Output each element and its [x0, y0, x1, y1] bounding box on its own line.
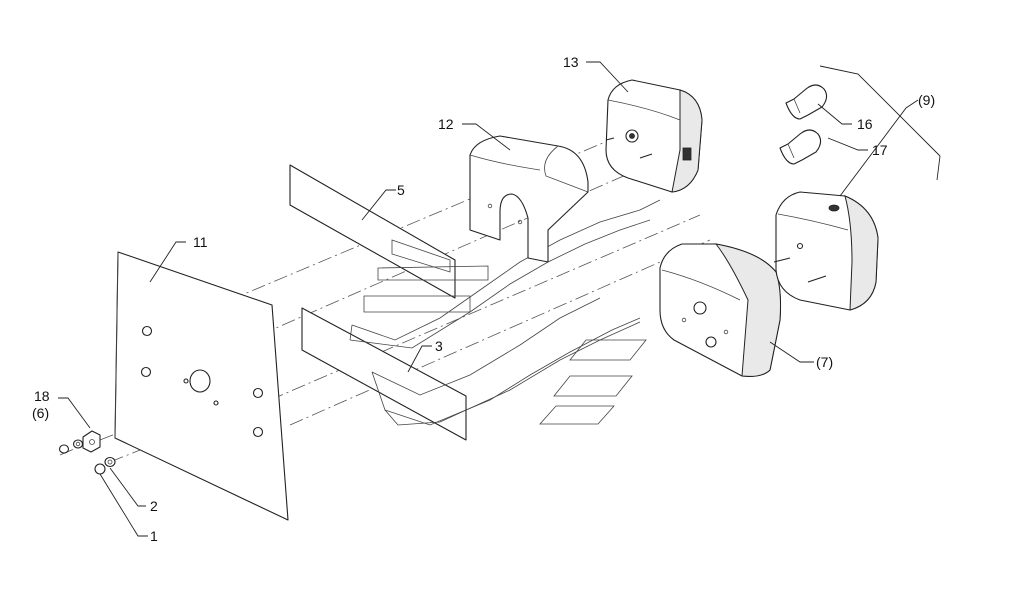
reflector-pattern [349, 199, 661, 426]
part-13-lamp-housing [605, 79, 703, 193]
part-12-cover [469, 135, 589, 263]
leader-lines [58, 61, 919, 537]
hardware-parts [58, 430, 116, 475]
group-9-bracket [819, 65, 941, 181]
part-9-lamp-body [773, 191, 879, 311]
part-7-lamp-cover [659, 243, 782, 377]
part-11-plate [114, 251, 289, 521]
part-5-film [289, 164, 456, 299]
callout-5: 5 [397, 182, 405, 198]
callout-9: (9) [918, 92, 935, 108]
bulbs [779, 84, 828, 165]
callout-6: (6) [32, 405, 49, 421]
callout-18: 18 [34, 388, 50, 404]
callout-16: 16 [857, 116, 873, 132]
callout-3: 3 [435, 338, 443, 354]
callout-2: 2 [150, 498, 158, 514]
callout-labels: 13 12 5 11 3 18 (6) 2 1 (7) (9) 16 17 [32, 54, 935, 544]
callout-11: 11 [193, 234, 208, 250]
callout-12: 12 [438, 116, 454, 132]
callout-17: 17 [872, 142, 888, 158]
callout-1: 1 [150, 528, 158, 544]
callout-13: 13 [563, 54, 579, 70]
callout-7: (7) [816, 354, 833, 370]
